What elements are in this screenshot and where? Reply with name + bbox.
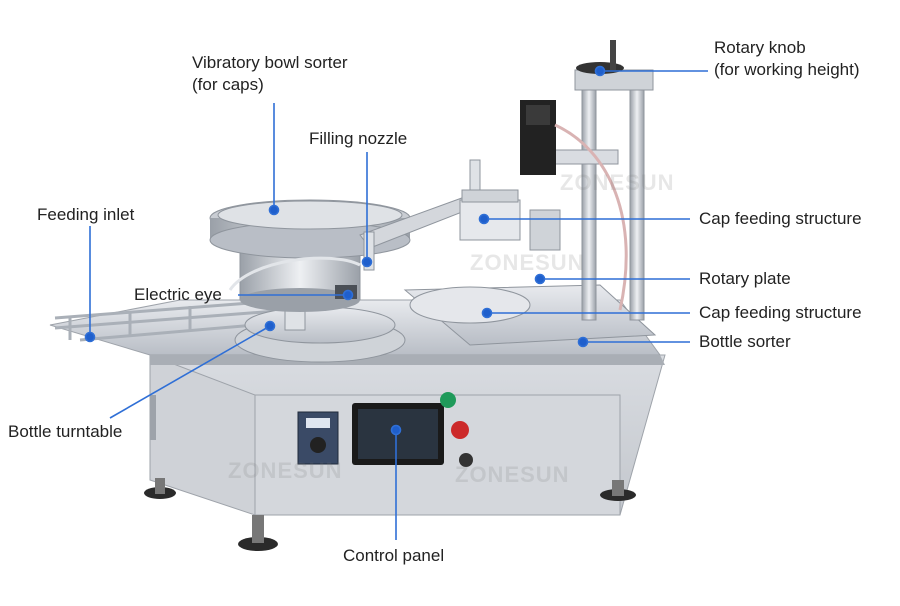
speed-controller	[297, 411, 339, 465]
leader-dot	[342, 289, 354, 301]
leader-dot	[84, 331, 96, 343]
leader-dot	[577, 336, 589, 348]
vibratory-bowl-drawing	[209, 199, 411, 312]
label-feeding-inlet: Feeding inlet	[37, 205, 135, 224]
leader-dot	[478, 213, 490, 225]
label-electric-eye: Electric eye	[134, 285, 222, 304]
label-line: (for caps)	[192, 75, 264, 94]
label-vibratory-bowl-sorter: Vibratory bowl sorter (for caps)	[192, 52, 348, 96]
bottle-turntable-drawing	[234, 306, 406, 363]
leader-dot	[594, 65, 606, 77]
leader-dot	[534, 273, 546, 285]
label-bottle-turntable: Bottle turntable	[8, 422, 123, 441]
label-cap-feeding-structure-upper: Cap feeding structure	[699, 209, 862, 228]
cap-feeding-drawing	[459, 159, 561, 251]
leader-dot	[481, 307, 493, 319]
selector-switch-drawing	[459, 453, 473, 467]
leader-dot	[264, 320, 276, 332]
label-rotary-knob: Rotary knob (for working height)	[714, 37, 860, 81]
filling-tube	[228, 256, 361, 291]
watermark: ZONESUN	[228, 458, 343, 483]
air-tube	[554, 123, 628, 311]
leader-dot	[361, 256, 373, 268]
label-line: Vibratory bowl sorter	[192, 53, 348, 72]
label-filling-nozzle: Filling nozzle	[309, 129, 408, 148]
watermark: ZONESUN	[560, 170, 675, 195]
watermark: ZONESUN	[470, 250, 585, 275]
label-cap-feeding-structure-lower: Cap feeding structure	[699, 303, 862, 322]
label-line: (for working height)	[714, 60, 860, 79]
label-line: Rotary knob	[714, 38, 806, 57]
side-handle	[150, 395, 156, 440]
machine-feet	[144, 478, 636, 551]
label-rotary-plate: Rotary plate	[699, 269, 791, 288]
start-button-drawing	[440, 392, 456, 408]
label-bottle-sorter: Bottle sorter	[699, 332, 791, 351]
emergency-stop-drawing	[451, 421, 469, 439]
watermark: ZONESUN	[455, 462, 570, 487]
filling-nozzle-drawing	[363, 231, 375, 271]
leader-dot	[268, 204, 280, 216]
leader-bottle-turntable	[109, 325, 271, 419]
leader-dot	[390, 424, 402, 436]
label-control-panel: Control panel	[343, 546, 445, 565]
